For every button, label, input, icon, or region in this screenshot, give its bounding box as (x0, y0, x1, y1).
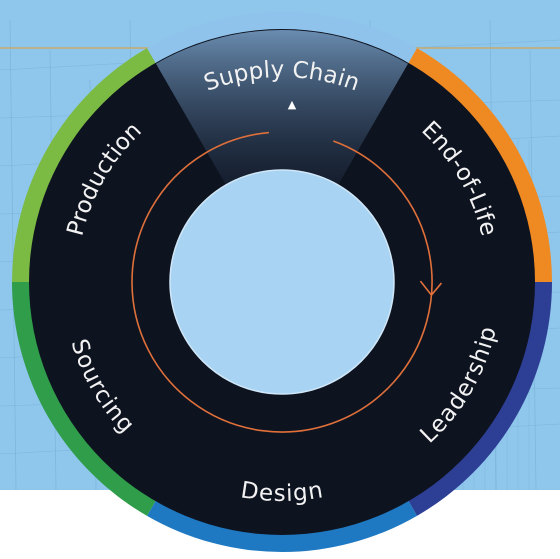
cycle-arrowhead-icon (419, 280, 443, 297)
life-cycle-wheel: Supply ChainEnd-of-LifeLeadershipDesignS… (12, 11, 552, 552)
center-hole (170, 170, 394, 394)
ring-band-supply-chain (147, 11, 417, 65)
segment-label-design: Design (239, 477, 325, 507)
center-hole-edge (169, 169, 395, 395)
ring-band-design (147, 499, 417, 552)
selection-marker-icon: ▲ (288, 98, 297, 111)
cycle-arrow-path (131, 131, 433, 433)
cycle-arrow (131, 131, 443, 433)
